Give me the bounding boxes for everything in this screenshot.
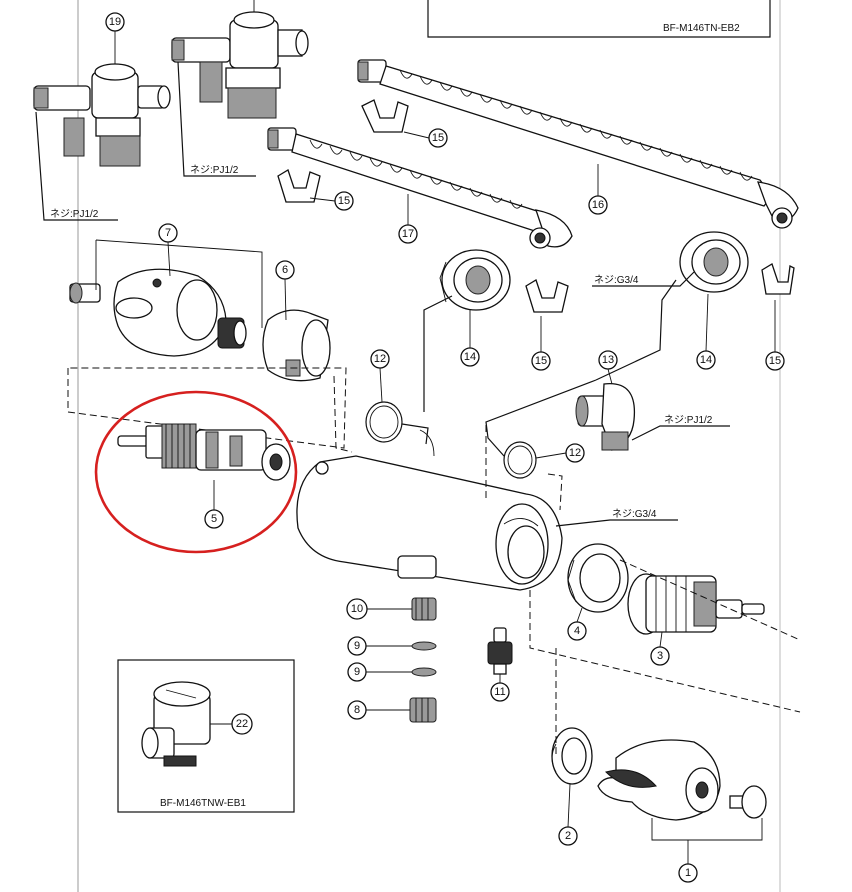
svg-text:ネジ:G3/4: ネジ:G3/4: [612, 508, 657, 520]
model-box-bottom-left: BF-M146TNW-EB1: [117, 659, 295, 813]
svg-text:9: 9: [354, 666, 360, 678]
part-4-retaining-ring: [567, 543, 629, 613]
part-13-elbow-adaptor: [575, 383, 636, 451]
part-15-clip-a: [361, 99, 409, 133]
part-16-flexible-hose: [357, 59, 799, 229]
part-1-temperature-handle: [597, 739, 767, 821]
part-14-cap-nut-b: [679, 231, 749, 293]
model-label-top-right: BF-M146TN-EB2: [663, 23, 740, 34]
part-9-mesh-b: [411, 667, 437, 677]
svg-text:5: 5: [211, 513, 217, 525]
part-9-mesh-a: [411, 641, 437, 651]
part-5-thermostatic-cartridge: [117, 423, 291, 481]
part-22-stop-valve-cap: [141, 681, 211, 767]
svg-text:2: 2: [565, 830, 571, 842]
svg-text:9: 9: [354, 640, 360, 652]
model-label-bottom-left: BF-M146TNW-EB1: [160, 798, 246, 809]
thread-label-g34-top: ネジ:G3/4: [592, 271, 695, 287]
part-19-stop-valve-middle: [171, 11, 309, 119]
svg-text:7: 7: [165, 227, 171, 239]
part-10-filter: [411, 597, 437, 621]
svg-text:6: 6: [282, 264, 288, 276]
svg-text:ネジ:PJ1/2: ネジ:PJ1/2: [190, 164, 239, 176]
svg-text:ネジ:PJ1/2: ネジ:PJ1/2: [664, 414, 713, 426]
part-12-o-ring-a: [365, 401, 403, 443]
part-15-clip-b: [277, 169, 321, 203]
svg-text:1: 1: [685, 867, 691, 879]
callout-19-number: 19: [109, 16, 121, 28]
svg-text:12: 12: [569, 447, 581, 459]
part-12-o-ring-b: [503, 441, 537, 479]
svg-text:13: 13: [602, 354, 614, 366]
svg-text:4: 4: [574, 625, 580, 637]
svg-text:10: 10: [351, 603, 363, 615]
part-2-handle-ring: [551, 727, 593, 785]
highlight-ring-part-5: [94, 390, 298, 554]
part-19-stop-valve-left: [33, 63, 171, 167]
part-15-clip-d: [761, 263, 795, 295]
part-7-handle-body: [69, 268, 247, 357]
svg-text:16: 16: [592, 199, 604, 211]
part-11-check-valve: [487, 627, 513, 675]
svg-text:17: 17: [402, 228, 414, 240]
part-17-flexible-hose: [267, 127, 573, 249]
thread-label-mid: ネジ:PJ1/2: [177, 61, 256, 177]
svg-text:12: 12: [374, 353, 386, 365]
svg-text:3: 3: [657, 650, 663, 662]
svg-text:15: 15: [432, 132, 444, 144]
part-14-cap-nut-a: [439, 249, 511, 311]
part-15-clip-c: [525, 279, 569, 313]
svg-text:ネジ:PJ1/2: ネジ:PJ1/2: [50, 208, 99, 220]
thread-label-g34-body: ネジ:G3/4: [555, 508, 678, 527]
svg-text:ネジ:G3/4: ネジ:G3/4: [594, 274, 639, 286]
svg-text:11: 11: [494, 686, 505, 698]
svg-text:14: 14: [700, 354, 712, 366]
svg-text:14: 14: [464, 351, 476, 363]
svg-text:15: 15: [338, 195, 350, 207]
thread-label-left: ネジ:PJ1/2: [35, 111, 118, 221]
main-valve-body: [296, 429, 563, 591]
svg-text:15: 15: [535, 355, 547, 367]
svg-text:15: 15: [769, 355, 781, 367]
model-box-top-right: BF-M146TN-EB2: [427, 0, 771, 38]
part-8-filter: [409, 697, 437, 723]
part-6-adaptor: [262, 309, 331, 382]
dashed-guide-5: [67, 367, 347, 449]
svg-text:22: 22: [236, 718, 248, 730]
svg-text:8: 8: [354, 704, 360, 716]
thread-label-pj-right: ネジ:PJ1/2: [631, 414, 730, 441]
part-3-mixing-cartridge: [627, 573, 765, 635]
